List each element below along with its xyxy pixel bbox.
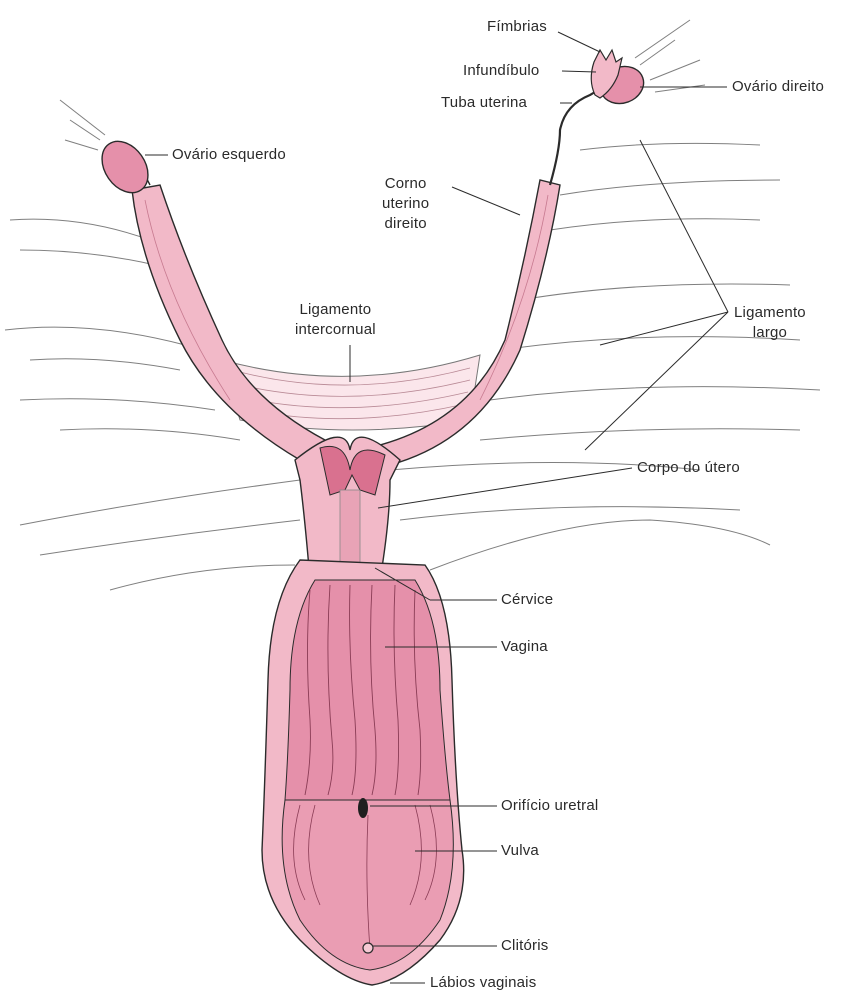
vagina-lumen [285, 580, 450, 800]
label-intercornual-line2: intercornual [295, 320, 376, 340]
label-labios-vaginais: Lábios vaginais [430, 973, 536, 993]
label-corno-uterino-direito: Corno uterino direito [382, 174, 429, 234]
label-clitoris: Clitóris [501, 936, 548, 956]
label-corno-line1: Corno [382, 174, 429, 194]
label-tuba-uterina: Tuba uterina [441, 93, 527, 113]
label-infundibulo: Infundíbulo [463, 61, 539, 81]
label-ligamento-intercornual: Ligamento intercornual [295, 300, 376, 340]
clitoris [363, 943, 373, 953]
label-intercornual-line1: Ligamento [295, 300, 376, 320]
label-corno-line3: direito [382, 214, 429, 234]
label-ovario-esquerdo: Ovário esquerdo [172, 145, 286, 165]
label-vulva: Vulva [501, 841, 539, 861]
broad-ligament-fibers [5, 20, 820, 590]
cervix-canal [340, 490, 360, 570]
label-vagina: Vagina [501, 637, 548, 657]
label-fimbrias: Fímbrias [487, 17, 547, 37]
label-corpo-do-utero: Corpo do útero [637, 458, 740, 478]
label-largo-line1: Ligamento [734, 303, 806, 323]
label-orificio-uretral: Orifício uretral [501, 796, 598, 816]
label-cervice: Cérvice [501, 590, 553, 610]
label-ligamento-largo: Ligamento largo [734, 303, 806, 343]
label-corno-line2: uterino [382, 194, 429, 214]
urethral-orifice [358, 798, 368, 818]
label-largo-line2: largo [734, 323, 806, 343]
label-ovario-direito: Ovário direito [732, 77, 824, 97]
